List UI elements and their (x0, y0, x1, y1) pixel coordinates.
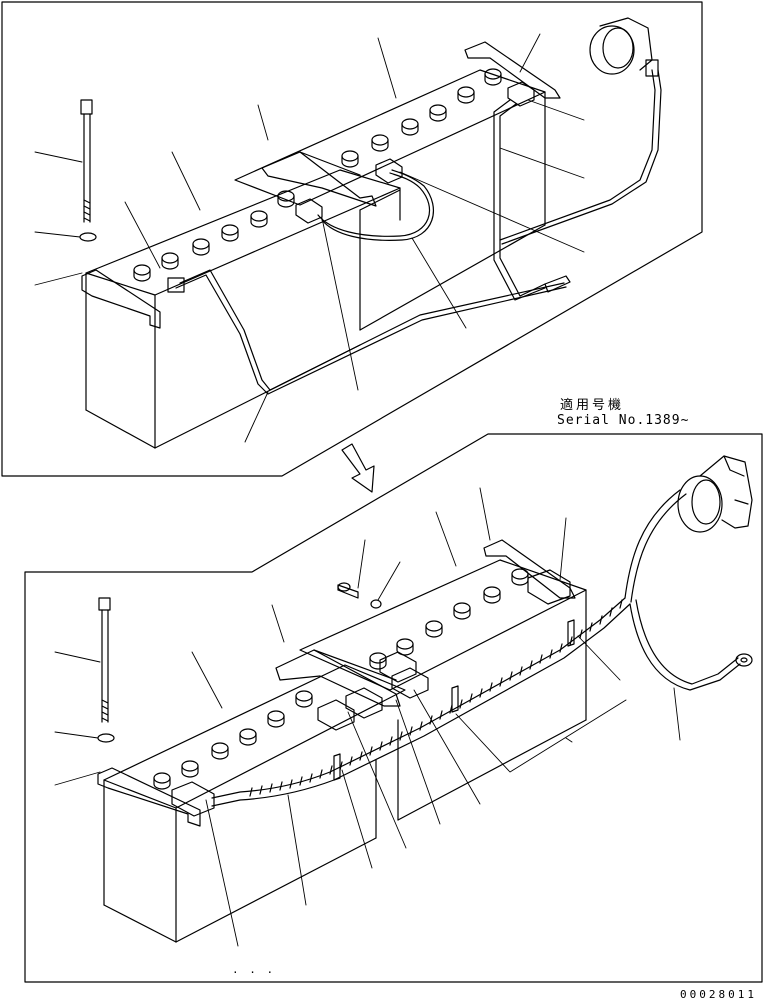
top-rear-battery-caps (341, 68, 502, 168)
top-front-battery-caps (133, 190, 295, 282)
bottom-small-washer (370, 599, 382, 609)
top-bolt (80, 99, 93, 223)
top-leader-lines (34, 33, 585, 443)
top-battery-relay (589, 17, 659, 77)
bottom-washer (97, 733, 115, 743)
top-battery-cables (175, 69, 662, 395)
bottom-leader-lines (54, 487, 681, 947)
bottom-mark: . . . (232, 963, 276, 976)
bottom-hold-down-brackets (275, 539, 576, 707)
bottom-small-bolt (337, 582, 359, 599)
transition-arrow (341, 443, 375, 493)
bottom-bolt (98, 597, 111, 723)
bottom-rear-battery-caps (369, 568, 529, 670)
serial-range: Serial No.1389~ (557, 413, 690, 428)
bottom-view-frame (24, 433, 763, 983)
bottom-battery-relay (677, 455, 753, 533)
bottom-harness-tube (211, 597, 631, 807)
bottom-front-battery-caps (153, 690, 313, 790)
bottom-terminal-clamps (171, 569, 571, 817)
bottom-front-battery (97, 664, 406, 943)
bottom-relay-cables (624, 489, 753, 691)
drawing-number: 00028011 (680, 988, 757, 1001)
top-washer (79, 232, 97, 242)
bottom-rear-battery (299, 559, 587, 821)
top-view-frame (1, 1, 703, 477)
applicability-title: 適用号機 (560, 398, 625, 413)
top-hold-down-brackets (167, 41, 561, 293)
